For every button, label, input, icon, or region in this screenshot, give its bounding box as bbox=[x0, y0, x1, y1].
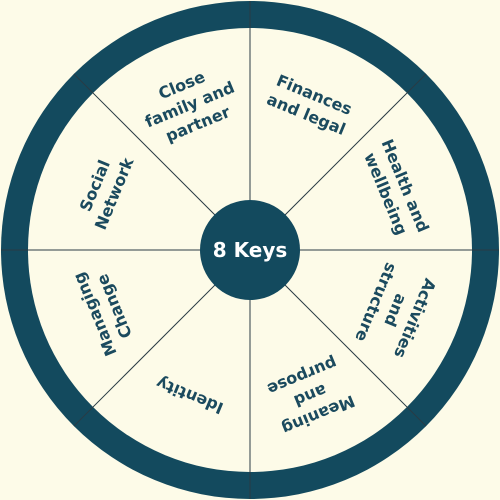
center-disc bbox=[200, 200, 300, 300]
center-label: 8 Keys bbox=[213, 238, 288, 262]
